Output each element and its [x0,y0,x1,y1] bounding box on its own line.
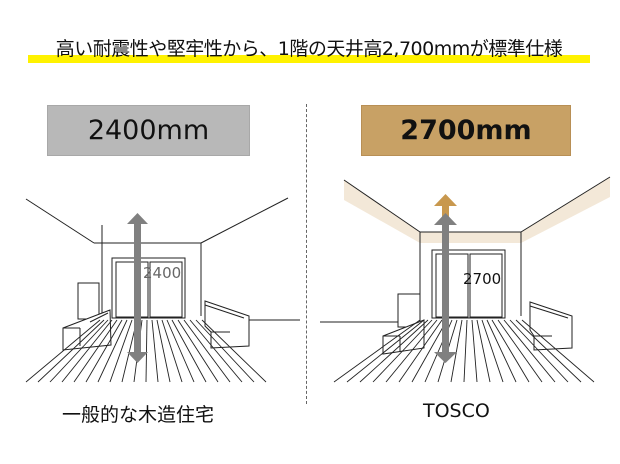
tosco-height-label: 2700mm [361,105,571,156]
standard-height-label: 2400mm [47,105,250,156]
dimension-value-2700: 2700 [463,270,502,288]
tosco-room-illustration [320,176,611,383]
extra-height-arrow [434,194,457,220]
standard-house-caption: 一般的な木造住宅 [62,404,215,426]
standard-room-illustration [25,197,300,383]
dimension-value-2400: 2400 [143,264,182,282]
height-arrow-2400 [127,213,148,363]
page-title: 高い耐震性や堅牢性から、1階の天井高2,700mmが標準仕様 [55,38,563,60]
height-arrow-2700 [434,213,457,363]
title-highlight-bar [28,55,590,63]
headline: 高い耐震性や堅牢性から、1階の天井高2,700mmが標準仕様 [28,32,590,64]
divider-dashed-line [306,104,307,404]
tosco-caption: TOSCO [423,400,490,422]
